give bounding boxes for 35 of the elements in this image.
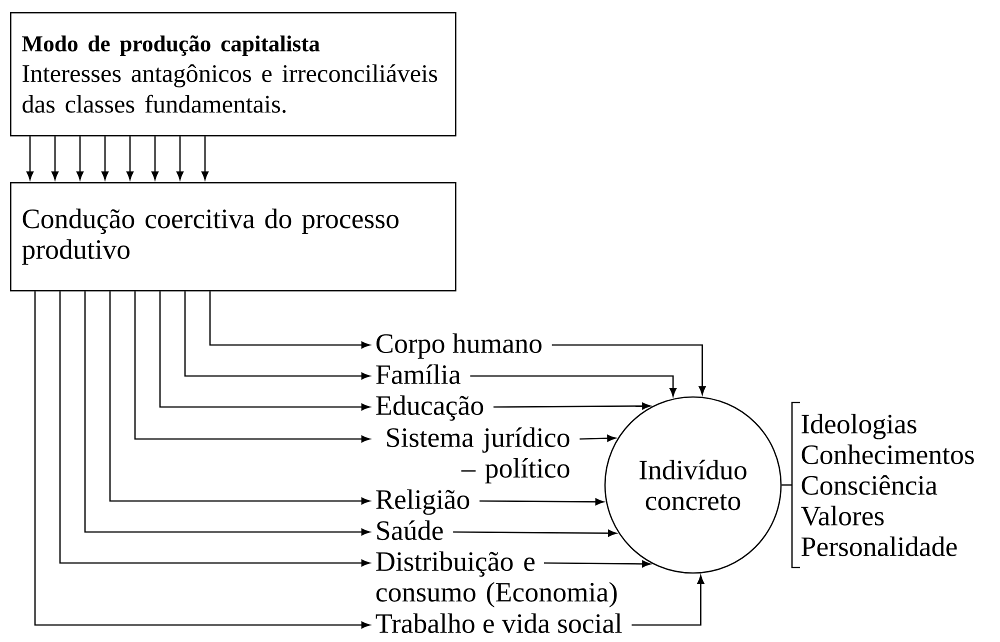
arrow bbox=[159, 291, 370, 410]
arrow bbox=[109, 291, 370, 504]
arrow bbox=[480, 498, 604, 506]
arrow bbox=[34, 291, 370, 628]
factor-label: Saúde bbox=[377, 520, 443, 540]
arrow bbox=[470, 375, 677, 397]
bracket-list: Ideologias Conhecimentos Consciência Valores Personalidade bbox=[791, 402, 974, 568]
arrow bbox=[76, 136, 84, 180]
process-box: Condução coercitiva do processo produtivo bbox=[10, 182, 456, 292]
arrow bbox=[202, 136, 209, 180]
factor-label: Educação bbox=[376, 395, 484, 421]
arrow bbox=[580, 434, 616, 442]
process-box: Modo de produção capitalista Interesses antagônicos e irreconciliáveis das classes fundamentais. bbox=[10, 12, 456, 136]
arrow bbox=[26, 136, 34, 180]
arrow bbox=[453, 530, 617, 537]
factor-label: Sistema jurídico – político bbox=[387, 427, 570, 484]
arrow bbox=[176, 136, 184, 180]
arrow bbox=[134, 291, 370, 442]
factor-label: Trabalho e vida social bbox=[376, 613, 622, 634]
arrow bbox=[126, 136, 134, 180]
factor-label: Corpo humano bbox=[376, 333, 542, 359]
arrow bbox=[184, 291, 370, 380]
arrow bbox=[59, 291, 370, 566]
connector-line bbox=[782, 484, 792, 486]
arrow bbox=[493, 402, 651, 410]
arrow bbox=[84, 291, 370, 536]
arrow bbox=[102, 136, 109, 180]
arrow bbox=[152, 136, 159, 180]
arrow bbox=[632, 575, 704, 626]
factor-label: Religião bbox=[376, 489, 470, 515]
arrow bbox=[52, 136, 59, 180]
arrow bbox=[544, 560, 651, 568]
factor-label: Família bbox=[376, 364, 461, 384]
arrow bbox=[209, 291, 370, 348]
arrow bbox=[552, 344, 706, 395]
